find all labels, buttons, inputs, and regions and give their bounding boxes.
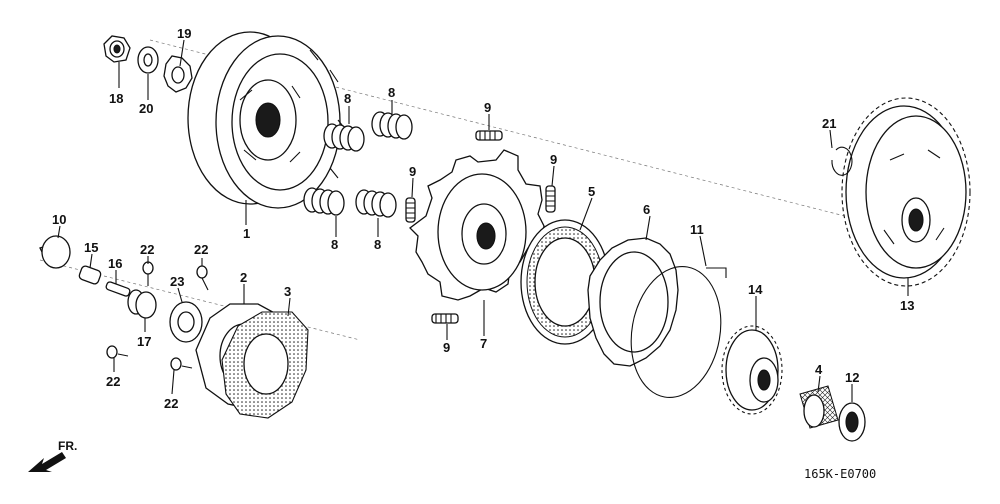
callout-14: 14 xyxy=(748,282,763,297)
callout-21: 21 xyxy=(822,116,836,131)
callout-6: 6 xyxy=(643,202,650,217)
callout-10: 10 xyxy=(52,212,66,227)
callout-3: 3 xyxy=(284,284,291,299)
callout-22-a: 22 xyxy=(140,242,154,257)
part-22-bolt-a xyxy=(142,261,154,286)
part-12-washer xyxy=(838,402,866,442)
front-arrow-icon xyxy=(28,452,66,472)
part-19-lock-washer xyxy=(163,55,193,93)
part-22-bolt-c xyxy=(106,345,129,359)
callout-7: 7 xyxy=(480,336,487,351)
part-7-clutch-center xyxy=(409,149,545,301)
part-16-spring xyxy=(105,281,131,297)
callout-11: 11 xyxy=(690,222,704,237)
part-5-friction-disc xyxy=(520,219,610,345)
callout-4: 4 xyxy=(815,362,823,377)
callout-15: 15 xyxy=(84,240,98,255)
part-8-spring-upper-left xyxy=(323,123,365,152)
leader-lines xyxy=(57,39,909,402)
part-9-spring-top xyxy=(475,130,503,141)
callout-9-top: 9 xyxy=(484,100,491,115)
callout-5: 5 xyxy=(588,184,595,199)
part-22-bolt-d xyxy=(170,357,193,371)
part-3-gasket xyxy=(221,311,309,419)
callout-8-lower-right: 8 xyxy=(374,237,381,252)
part-6-clutch-plate xyxy=(587,237,679,367)
callout-9-bottom: 9 xyxy=(443,340,450,355)
part-8-spring-upper-right xyxy=(371,111,413,140)
part-15-pin xyxy=(78,265,102,285)
part-1-clutch-outer xyxy=(187,31,347,209)
front-direction-indicator: FR. xyxy=(28,439,77,472)
part-17-lifter-piece xyxy=(127,289,157,319)
callout-9-left: 9 xyxy=(409,164,416,179)
part-4-needle-bearing xyxy=(799,385,839,429)
callout-8-lower-left: 8 xyxy=(331,237,338,252)
part-8-spring-lower-right xyxy=(355,189,397,218)
part-11-wire-ring xyxy=(630,266,727,398)
part-22-bolt-b xyxy=(196,265,209,291)
callout-8-upper-right: 8 xyxy=(388,85,395,100)
part-8-spring-lower-left xyxy=(303,187,345,216)
callout-12: 12 xyxy=(845,370,859,385)
part-9-spring-right xyxy=(545,185,556,213)
part-9-spring-left xyxy=(405,197,416,223)
part-20-washer xyxy=(137,46,159,74)
callout-19: 19 xyxy=(177,26,191,41)
front-label: FR. xyxy=(58,439,77,453)
callouts: 18 20 19 1 8 8 8 8 9 9 9 9 7 5 6 11 14 4… xyxy=(52,26,914,411)
callout-8-upper-left: 8 xyxy=(344,91,351,106)
callout-2: 2 xyxy=(240,270,247,285)
part-13-driven-gear xyxy=(841,97,971,287)
callout-18: 18 xyxy=(109,91,123,106)
callout-1: 1 xyxy=(243,226,250,241)
callout-22-c: 22 xyxy=(106,374,120,389)
part-18-nut xyxy=(103,35,131,63)
callout-20: 20 xyxy=(139,101,153,116)
part-14-gear xyxy=(721,325,783,415)
callout-22-b: 22 xyxy=(194,242,208,257)
callout-13: 13 xyxy=(900,298,914,313)
part-23-bearing xyxy=(169,301,203,343)
drawing-code: 165K-E0700 xyxy=(804,467,876,481)
part-21-snap-ring xyxy=(831,146,853,176)
part-10-lifter-shaft xyxy=(39,235,71,269)
callout-16: 16 xyxy=(108,256,122,271)
callout-17: 17 xyxy=(137,334,151,349)
callout-9-right: 9 xyxy=(550,152,557,167)
callout-23: 23 xyxy=(170,274,184,289)
callout-22-d: 22 xyxy=(164,396,178,411)
part-9-spring-bottom xyxy=(431,313,459,324)
